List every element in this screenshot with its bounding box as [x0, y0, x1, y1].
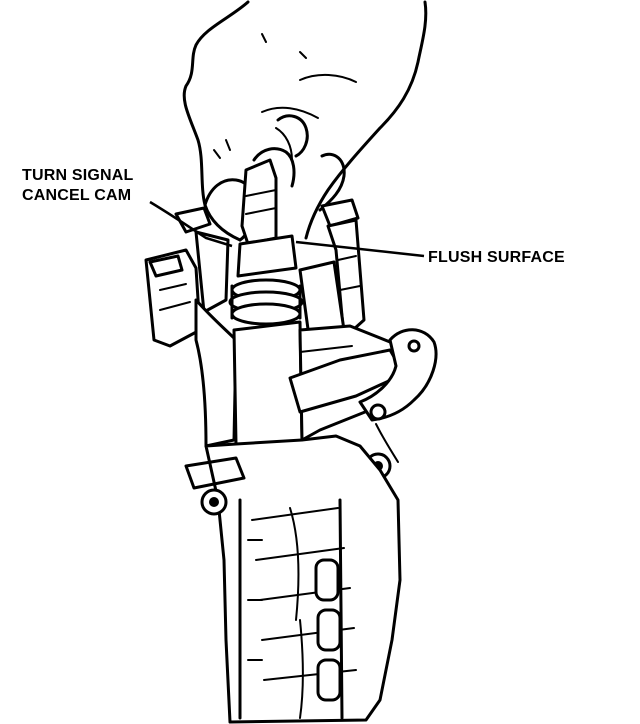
cancel-cam-leader-line	[149, 200, 233, 248]
right-lock-housing-bracket	[298, 198, 366, 346]
flush-surface-leader-line	[295, 240, 425, 258]
left-lock-housing-bracket	[144, 206, 230, 348]
cancel-cam-label-line2: CANCEL CAM	[22, 187, 131, 204]
cancel-cam-label-line1: TURN SIGNAL	[22, 167, 134, 184]
ignition-actuator-lever	[288, 328, 438, 463]
cancel-cam-callout: TURN SIGNAL CANCEL CAM	[22, 167, 233, 248]
flush-surface-label: FLUSH SURFACE	[428, 249, 565, 266]
lower-column-casting	[184, 434, 402, 724]
turn-signal-cancel-cam	[228, 278, 304, 326]
hand-illustration	[182, 0, 428, 242]
steering-shaft	[236, 158, 298, 278]
flush-surface-callout: FLUSH SURFACE	[295, 240, 565, 266]
